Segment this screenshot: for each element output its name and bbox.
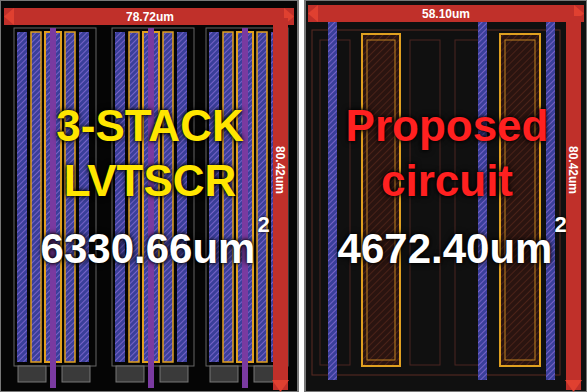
superscript: 2 bbox=[257, 214, 269, 236]
area-value: 6330.66um bbox=[41, 228, 256, 270]
circuit-title: 3-STACK LVTSCR bbox=[30, 98, 270, 208]
superscript: 2 bbox=[554, 214, 566, 236]
dimension-label: 80.42um bbox=[567, 143, 581, 197]
dimension-label: 58.10um bbox=[419, 7, 473, 21]
dimension-label: 78.72um bbox=[123, 10, 177, 24]
area-value: 4672.40um bbox=[338, 228, 553, 270]
circuit-title: Proposed circuit bbox=[327, 98, 567, 208]
dimension-label: 80.42um bbox=[274, 143, 288, 197]
layout-panel: Proposed circuit 4672.40um2 bbox=[305, 0, 587, 392]
layout-panel: 3-STACK LVTSCR 6330.66um2 bbox=[0, 0, 298, 392]
